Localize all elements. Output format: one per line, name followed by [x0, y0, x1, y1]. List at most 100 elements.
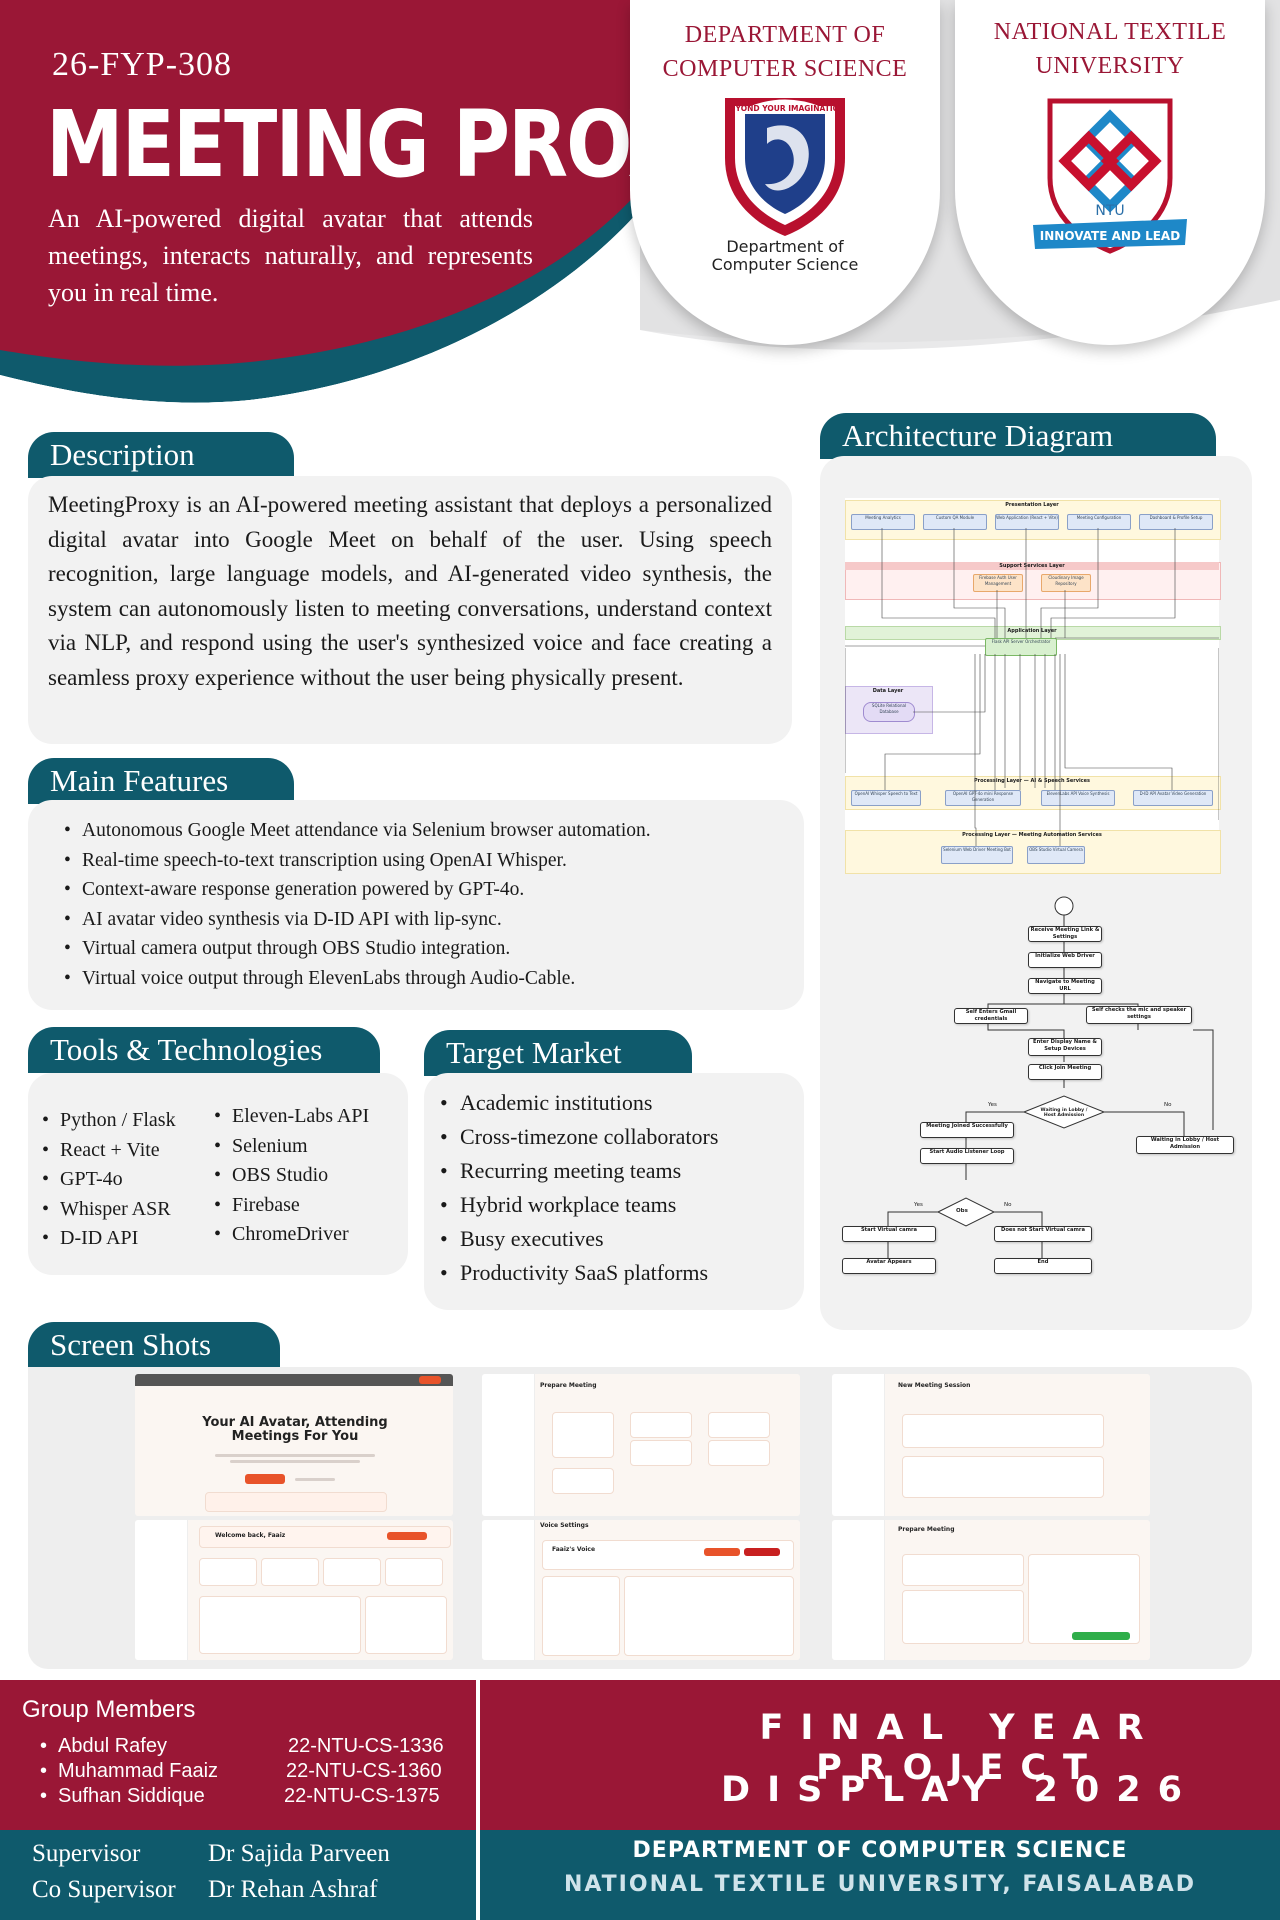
market-heading: Target Market — [424, 1030, 692, 1076]
member-row: • Abdul Rafey 22-NTU-CS-1336 — [40, 1735, 444, 1757]
footer-department: DEPARTMENT OF COMPUTER SCIENCE — [632, 1838, 1128, 1863]
footer-title-line2: DISPLAY 2026 — [721, 1770, 1199, 1810]
arch-box: Firebase Auth User Management — [973, 574, 1023, 592]
university-logo-card: NATIONAL TEXTILE UNIVERSITY NTU INNOVATE… — [955, 0, 1265, 345]
screenshot-label: New Meeting Session — [898, 1382, 971, 1389]
member-name: Sufhan Siddique — [58, 1785, 205, 1807]
feature-item: Autonomous Google Meet attendance via Se… — [62, 816, 792, 846]
screenshot-new-meeting: New Meeting Session — [832, 1374, 1150, 1516]
screenshot-label: Prepare Meeting — [898, 1526, 955, 1533]
arch-box: OpenAI GPT-4o mini Response Generation — [945, 790, 1021, 806]
arch-box: OBS Studio Virtual Camera — [1027, 846, 1085, 864]
tool-item: Whisper ASR — [40, 1195, 210, 1225]
market-item: Academic institutions — [438, 1086, 800, 1120]
feature-item: Context-aware response generation powere… — [62, 875, 792, 905]
footer-university: NATIONAL TEXTILE UNIVERSITY, FAISALABAD — [563, 1872, 1197, 1897]
flow-step: Start Virtual camra — [842, 1226, 936, 1242]
flowchart: Receive Meeting Link & Settings Initiali… — [838, 890, 1238, 1310]
co-supervisor-label: Co Supervisor — [32, 1876, 176, 1903]
project-tagline: An AI-powered digital avatar that attend… — [48, 204, 533, 307]
market-list: Academic institutions Cross-timezone col… — [438, 1086, 800, 1290]
layer-label: Presentation Layer — [1005, 502, 1059, 508]
tool-item: GPT-4o — [40, 1165, 210, 1195]
flow-step: Self Enters Gmail credentials — [954, 1008, 1028, 1024]
university-banner-text: INNOVATE AND LEAD — [1040, 229, 1180, 243]
member-id: 22-NTU-CS-1336 — [288, 1735, 444, 1757]
department-caption: Department of Computer Science — [711, 237, 859, 274]
member-id: 22-NTU-CS-1375 — [284, 1785, 440, 1807]
project-title: MEETING PROXY — [46, 92, 742, 199]
tool-item: Firebase — [212, 1191, 402, 1221]
flow-step: Start Audio Listener Loop — [920, 1148, 1014, 1164]
feature-item: Real-time speech-to-text transcription u… — [62, 846, 792, 876]
flow-step: Receive Meeting Link & Settings — [1028, 926, 1102, 942]
footer-bottom-band — [0, 1830, 1280, 1920]
arch-box: Selenium Web Driver Meeting Bot — [941, 846, 1013, 864]
arch-box: OpenAI Whisper Speech to Text — [851, 790, 921, 806]
screenshot-landing-title: Your AI Avatar, Attending Meetings For Y… — [202, 1415, 388, 1444]
tool-item: Python / Flask — [40, 1106, 210, 1136]
flow-step: Initialize Web Driver — [1028, 952, 1102, 968]
tools-list-right: Eleven-Labs API Selenium OBS Studio Fire… — [212, 1102, 402, 1250]
tool-item: Eleven-Labs API — [212, 1102, 402, 1132]
screenshot-prepare-meeting-2: Prepare Meeting — [832, 1520, 1150, 1660]
description-text: MeetingProxy is an AI-powered meeting as… — [48, 492, 772, 690]
screenshot-prepare-meeting: Prepare Meeting — [482, 1374, 800, 1516]
project-code: 26-FYP-308 — [52, 46, 233, 83]
flow-no-label: No — [1004, 1202, 1012, 1208]
flow-yes-label: Yes — [988, 1102, 997, 1108]
tools-heading: Tools & Technologies — [28, 1027, 380, 1073]
feature-item: Virtual camera output through OBS Studio… — [62, 934, 792, 964]
tool-item: Selenium — [212, 1132, 402, 1162]
layer-label: Application Layer — [1007, 628, 1057, 634]
member-id: 22-NTU-CS-1360 — [286, 1760, 442, 1782]
arch-box: ElevenLabs API Voice Synthesis — [1041, 790, 1115, 806]
flow-step: Click Join Meeting — [1028, 1064, 1102, 1080]
tool-item: D-ID API — [40, 1224, 210, 1254]
university-shield-icon: NTU INNOVATE AND LEAD — [1033, 98, 1187, 254]
arch-box: Cloudinary Image Repository — [1041, 574, 1091, 592]
architecture-heading: Architecture Diagram — [820, 413, 1216, 459]
flow-yes-label: Yes — [914, 1202, 923, 1208]
supervisor-label: Supervisor — [32, 1840, 141, 1867]
footer-title-line1: FINAL YEAR PROJECT — [759, 1708, 1161, 1788]
market-item: Busy executives — [438, 1222, 800, 1256]
member-name: Muhammad Faaiz — [58, 1760, 219, 1782]
footer-divider — [476, 1680, 480, 1920]
screenshots-heading: Screen Shots — [28, 1322, 280, 1368]
screenshot-label: Prepare Meeting — [540, 1382, 597, 1389]
flow-step: Self checks the mic and speaker settings — [1086, 1006, 1192, 1024]
features-heading: Main Features — [28, 758, 294, 804]
layer-label: Support Services Layer — [999, 563, 1065, 569]
arch-box: Web Application (React + Vite) — [995, 514, 1059, 530]
flow-decision: Waiting in Lobby / Host Admission — [1040, 1108, 1088, 1118]
feature-item: Virtual voice output through ElevenLabs … — [62, 964, 792, 994]
tool-item: React + Vite — [40, 1136, 210, 1166]
arch-box: Meeting Configuration — [1067, 514, 1131, 530]
market-item: Productivity SaaS platforms — [438, 1256, 800, 1290]
layer-label: Processing Layer — Meeting Automation Se… — [962, 832, 1102, 838]
arch-box: Custom QA Module — [923, 514, 987, 530]
description-heading: Description — [28, 432, 294, 478]
features-list: Autonomous Google Meet attendance via Se… — [62, 816, 792, 993]
department-title: DEPARTMENT OF COMPUTER SCIENCE — [662, 22, 908, 82]
flow-step: Avatar Appears — [842, 1258, 936, 1274]
feature-item: AI avatar video synthesis via D-ID API w… — [62, 905, 792, 935]
layer-label: Data Layer — [872, 688, 904, 694]
flow-no-label: No — [1164, 1102, 1172, 1108]
university-ntu-text: NTU — [1095, 203, 1124, 219]
market-item: Cross-timezone collaborators — [438, 1120, 800, 1154]
flow-step: Enter Display Name & Setup Devices — [1028, 1038, 1102, 1056]
arch-box: D-ID API Avatar Video Generation — [1133, 790, 1213, 806]
tools-list-left: Python / Flask React + Vite GPT-4o Whisp… — [40, 1106, 210, 1254]
supervisor-name: Dr Sajida Parveen — [208, 1840, 390, 1867]
arch-box: Dashboard & Profile Setup — [1139, 514, 1213, 530]
market-item: Recurring meeting teams — [438, 1154, 800, 1188]
arch-box: Flask API Server Orchestrator — [985, 638, 1057, 656]
flow-step: End — [994, 1258, 1092, 1274]
flow-step: Meeting Joined Successfully — [920, 1122, 1014, 1138]
members-heading: Group Members — [22, 1696, 196, 1723]
screenshot-label: Faaiz's Voice — [552, 1546, 596, 1553]
screenshot-landing: Your AI Avatar, Attending Meetings For Y… — [135, 1374, 453, 1516]
flow-step: Waiting in Lobby / Host Admission — [1136, 1136, 1234, 1154]
